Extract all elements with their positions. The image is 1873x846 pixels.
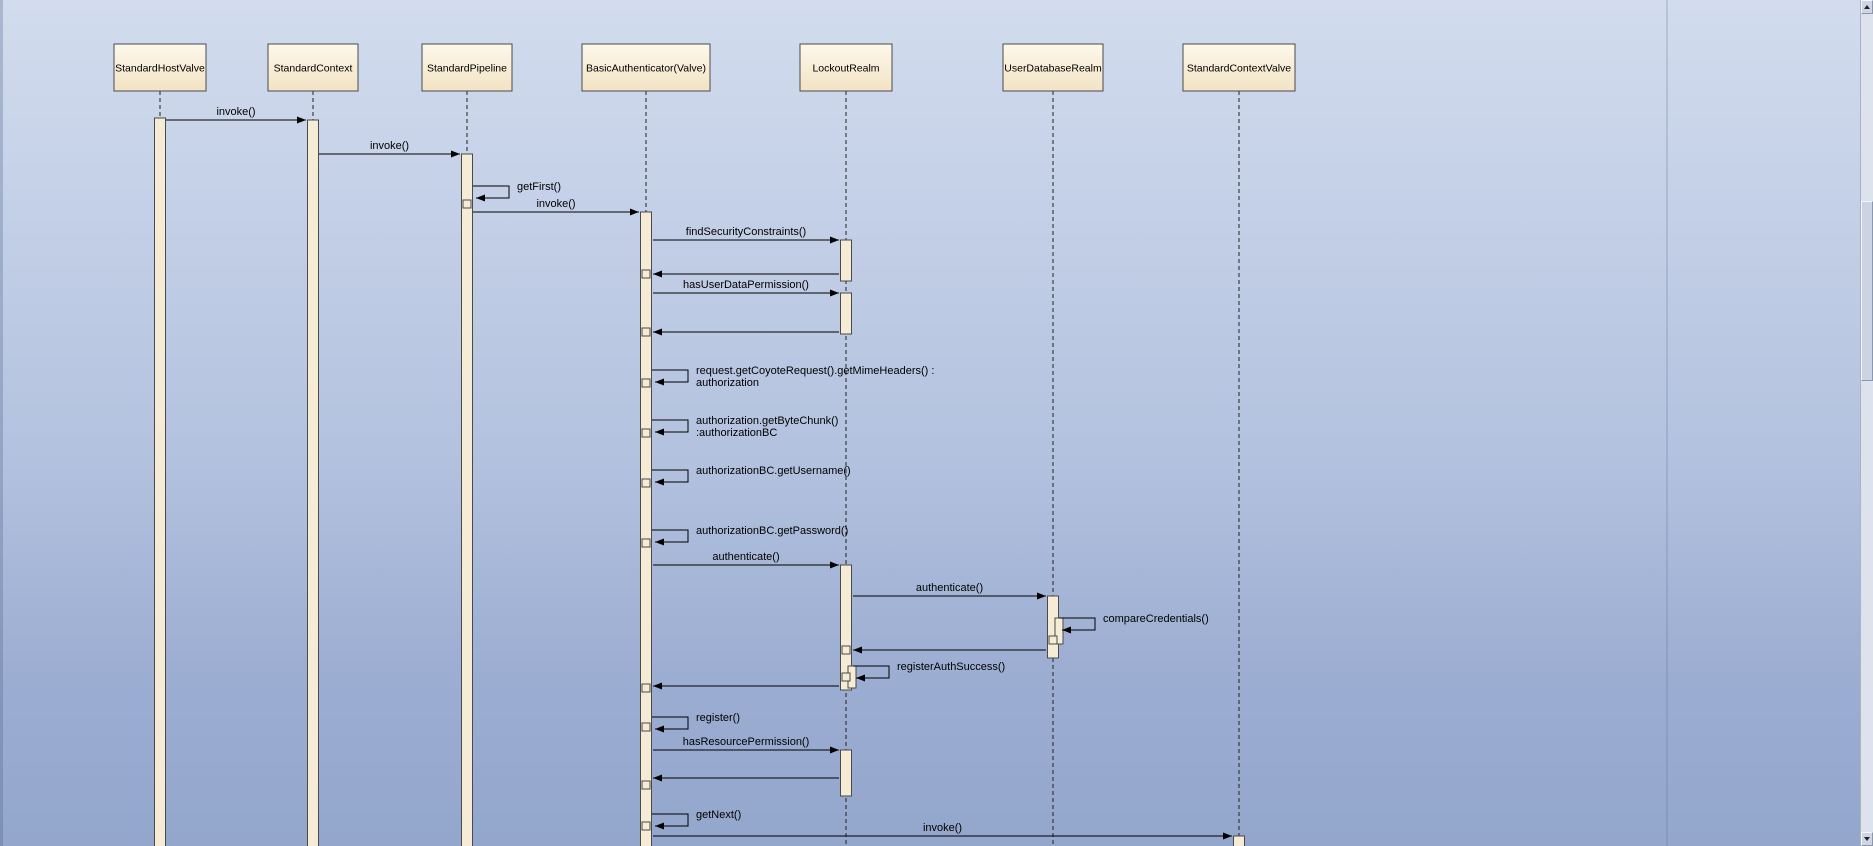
message-label[interactable]: registerAuthSuccess() [897,661,1005,673]
self-message-line[interactable] [652,813,689,830]
message-label[interactable]: register() [696,712,740,724]
message-label[interactable]: invoke() [536,198,575,210]
vertical-scrollbar[interactable] [1860,0,1873,846]
message-label[interactable]: getFirst() [517,181,561,193]
message-label[interactable]: authenticate() [916,582,983,594]
self-message-line[interactable] [652,469,689,486]
activation-bar[interactable] [1233,835,1245,846]
activation-bar[interactable] [840,239,852,282]
return-marker [841,645,851,655]
message-label[interactable]: invoke() [923,822,962,834]
arrow-down-icon [1864,837,1870,841]
self-message-line[interactable] [652,369,689,386]
activation-bar[interactable] [307,119,319,846]
return-marker [641,378,651,388]
message-label[interactable]: invoke() [216,106,255,118]
message-label[interactable]: getNext() [696,809,741,821]
message-label[interactable]: authorization.getByteChunk():authorizati… [696,415,838,439]
message-label[interactable]: authorizationBC.getUsername() [696,465,851,477]
return-marker [841,672,851,682]
message-label[interactable]: compareCredentials() [1103,613,1209,625]
actor-box[interactable] [267,43,359,92]
self-message-line[interactable] [1059,617,1096,634]
activation-bar[interactable] [461,153,473,846]
message-label[interactable]: hasUserDataPermission() [683,279,809,291]
return-marker [462,199,472,209]
scrollbar-thumb[interactable] [1861,201,1873,381]
actor-label: StandardContext [274,63,353,75]
return-marker [1048,635,1058,645]
message-label[interactable]: hasResourcePermission() [683,736,810,748]
return-marker [641,478,651,488]
scroll-up-button[interactable] [1861,0,1873,14]
message-label[interactable]: authorizationBC.getPassword() [696,525,848,537]
actor-box[interactable] [113,43,207,92]
actor-box[interactable] [799,43,893,92]
actor-label: BasicAuthenticator(Valve) [586,63,706,75]
return-marker [641,428,651,438]
return-marker [641,780,651,790]
return-marker [641,683,651,693]
activation-bar[interactable] [154,117,166,846]
actor-box[interactable] [1182,43,1296,92]
actor-box[interactable] [421,43,513,92]
actor-label: StandardHostValve [115,63,205,75]
arrow-up-icon [1864,5,1870,9]
return-marker [641,538,651,548]
return-marker [641,722,651,732]
activation-bar[interactable] [840,564,852,691]
actor-label: UserDatabaseRealm [1004,63,1102,75]
self-message-line[interactable] [652,419,689,436]
actor-box[interactable] [581,43,711,92]
window-left-edge [0,0,3,846]
self-message-line[interactable] [652,529,689,546]
scroll-down-button[interactable] [1861,832,1873,846]
self-message-line[interactable] [473,185,510,202]
message-label[interactable]: request.getCoyoteRequest().getMimeHeader… [696,365,934,389]
activation-bar[interactable] [840,749,852,797]
activation-bar[interactable] [640,211,652,846]
self-message-line[interactable] [652,716,689,733]
return-marker [641,821,651,831]
message-label[interactable]: findSecurityConstraints() [686,226,806,238]
actor-label: LockoutRealm [812,63,879,75]
actor-label: StandardPipeline [427,63,507,75]
message-label[interactable]: authenticate() [712,551,779,563]
activation-bar[interactable] [840,292,852,335]
return-marker [641,327,651,337]
self-message-line[interactable] [853,665,890,682]
return-marker [641,269,651,279]
message-label[interactable]: invoke() [370,140,409,152]
actor-box[interactable] [1002,43,1104,92]
actor-label: StandardContextValve [1187,63,1291,75]
